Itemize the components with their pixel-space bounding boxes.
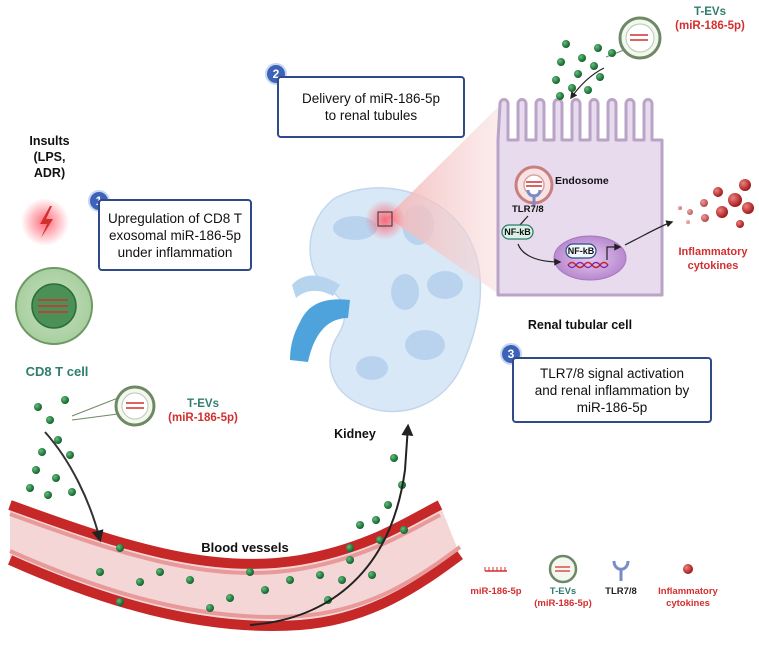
renal-tubular-cell-label: Renal tubular cell bbox=[527, 318, 633, 332]
vesicle-dot bbox=[96, 568, 104, 576]
vesicle-dot bbox=[568, 84, 576, 92]
vesicle-dot bbox=[54, 436, 62, 444]
vesicle-stream-vessel bbox=[96, 544, 354, 612]
lightning-icon bbox=[40, 206, 53, 238]
legend-mirna-label: miR-186-5p bbox=[470, 586, 522, 597]
vesicle-stream-right bbox=[324, 454, 408, 604]
vesicle-dot bbox=[316, 571, 324, 579]
vesicle-dot bbox=[562, 40, 570, 48]
nfkb-nuclear-label: NF-kB bbox=[567, 246, 595, 256]
vesicle-dot bbox=[206, 604, 214, 612]
vesicle-dot bbox=[68, 488, 76, 496]
vesicle-dot bbox=[556, 92, 564, 100]
tev-magnified-top bbox=[605, 16, 662, 60]
vesicle-dot bbox=[61, 396, 69, 404]
vesicle-dot bbox=[44, 491, 52, 499]
legend-tev-icon bbox=[548, 554, 578, 584]
dna-icon bbox=[567, 261, 609, 269]
tev-magnified-left bbox=[71, 385, 156, 427]
legend-tlr-label: TLR7/8 bbox=[605, 586, 637, 597]
vesicle-dot bbox=[66, 451, 74, 459]
inflammatory-cytokines-label: Inflammatory cytokines bbox=[678, 246, 748, 272]
insults-agents: (LPS, ADR) bbox=[33, 150, 66, 180]
blood-vessels-label: Blood vessels bbox=[201, 540, 289, 555]
vesicle-dot bbox=[261, 586, 269, 594]
vesicle-dot bbox=[346, 544, 354, 552]
zoom-square bbox=[377, 211, 393, 227]
vesicle-dot bbox=[578, 54, 586, 62]
vesicle-dot bbox=[594, 44, 602, 52]
vesicle-dot bbox=[400, 526, 408, 534]
vesicle-dot bbox=[356, 521, 364, 529]
zoom-beam bbox=[387, 105, 500, 295]
tlr-receptor-icon bbox=[526, 189, 542, 206]
step-2-box: Delivery of miR-186-5p to renal tubules bbox=[277, 76, 465, 138]
secretion-arrow bbox=[624, 220, 674, 246]
legend-tlr-icon bbox=[612, 560, 630, 581]
vesicle-dot bbox=[52, 474, 60, 482]
vesicle-dot bbox=[34, 403, 42, 411]
tlr-label: TLR7/8 bbox=[512, 204, 544, 215]
endosome-label: Endosome bbox=[555, 175, 609, 187]
vesicle-dot bbox=[286, 576, 294, 584]
cd8-t-cell bbox=[15, 267, 93, 345]
vesicle-dot bbox=[584, 86, 592, 94]
vesicle-dot bbox=[574, 70, 582, 78]
vesicle-dot bbox=[552, 76, 560, 84]
vesicle-dot bbox=[156, 568, 164, 576]
vesicle-dot bbox=[226, 594, 234, 602]
vesicle-dot bbox=[608, 49, 616, 57]
cd8-t-cell-label: CD8 T cell bbox=[25, 364, 89, 379]
legend-mirna-icon bbox=[484, 567, 507, 572]
vesicle-stream-top bbox=[552, 40, 616, 100]
vesicle-dot bbox=[384, 501, 392, 509]
tev-uptake-arrow bbox=[570, 67, 605, 100]
secretion-to-blood-arrow bbox=[44, 431, 104, 543]
vesicle-dot bbox=[346, 556, 354, 564]
vesicle-dot bbox=[116, 598, 124, 606]
vesicle-dot bbox=[596, 73, 604, 81]
vesicle-dot bbox=[390, 454, 398, 462]
nfkb-cytoplasm-badge bbox=[501, 224, 534, 240]
vesicle-dot bbox=[136, 578, 144, 586]
vesicle-dot bbox=[590, 62, 598, 70]
transcription-arrow bbox=[606, 243, 622, 260]
tev-label-left: T-EVs (miR-186-5p) bbox=[168, 398, 238, 424]
vesicle-dot bbox=[376, 536, 384, 544]
nfkb-cytoplasm-label: NF-kB bbox=[504, 227, 531, 237]
legend-tev-label: T-EVs (miR-186-5p) bbox=[534, 586, 592, 609]
vesicle-dot bbox=[46, 416, 54, 424]
step-1-box: Upregulation of CD8 T exosomal miR-186-5… bbox=[98, 199, 252, 271]
insults-label: Insults (LPS, ADR) bbox=[22, 133, 77, 181]
vesicle-dot bbox=[557, 58, 565, 66]
blood-to-kidney-arrow bbox=[249, 423, 414, 626]
vesicle-dot bbox=[372, 516, 380, 524]
step-3-box: TLR7/8 signal activation and renal infla… bbox=[512, 357, 712, 423]
vesicle-dot bbox=[32, 466, 40, 474]
nfkb-nuclear-badge bbox=[565, 243, 597, 259]
vesicle-dot bbox=[116, 544, 124, 552]
legend-cytokine-label: Inflammatory cytokines bbox=[658, 586, 718, 609]
vesicle-dot bbox=[186, 576, 194, 584]
tev-label-top: T-EVs (miR-186-5p) bbox=[675, 6, 745, 32]
legend-cytokine-icon bbox=[683, 564, 693, 574]
kidney-hotspot bbox=[365, 200, 405, 240]
vesicle-dot bbox=[246, 568, 254, 576]
vesicle-stream-left bbox=[26, 396, 76, 499]
vesicle-dot bbox=[368, 571, 376, 579]
blood-vessel bbox=[7, 500, 463, 631]
vesicle-dot bbox=[338, 576, 346, 584]
cytokine-cluster bbox=[678, 179, 754, 228]
nfkb-translocation-arrow bbox=[517, 243, 562, 266]
kidney-label: Kidney bbox=[334, 427, 376, 441]
vesicle-dot bbox=[26, 484, 34, 492]
vesicle-dot bbox=[38, 448, 46, 456]
insults-title: Insults bbox=[29, 134, 70, 148]
